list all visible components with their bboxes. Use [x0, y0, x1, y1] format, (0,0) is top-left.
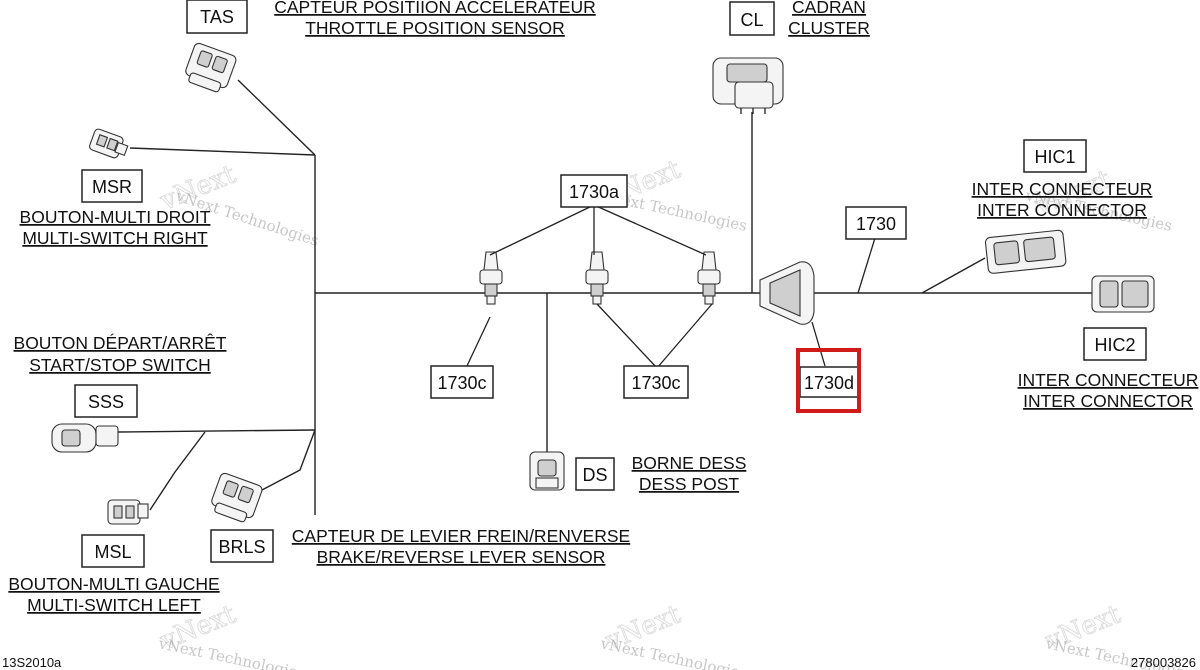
callout-1730c-right-box	[623, 365, 689, 399]
ds-connector-drawing	[529, 451, 565, 491]
tas-code: TAS	[200, 7, 234, 27]
tas-label-en: THROTTLE POSITION SENSOR	[305, 18, 565, 38]
cl-connector-drawing	[712, 57, 784, 114]
hic1-code: HIC1	[1034, 147, 1075, 167]
msr-code: MSR	[92, 177, 132, 197]
hic2-code: HIC2	[1094, 335, 1135, 355]
hic1-connector-drawing	[984, 229, 1067, 274]
cl-label-en: CLUSTER	[788, 18, 870, 38]
leader-1730	[857, 237, 876, 294]
brls-connector-drawing	[211, 472, 263, 523]
leader-1730c-left	[465, 316, 491, 369]
msl-code-box	[81, 534, 145, 568]
hic2-label-en: INTER CONNECTOR	[1023, 391, 1193, 411]
brls-code: BRLS	[218, 537, 265, 557]
tas-label-fr: CAPTEUR POSITIION ACCÉLÉRATEUR	[274, 0, 596, 17]
brls-label-fr: CAPTEUR DE LEVIER FREIN/RENVERSE	[292, 526, 630, 546]
hic2-label-fr: INTER CONNECTEUR	[1018, 370, 1199, 390]
msr-connector-drawing	[89, 128, 129, 159]
callout-1730c-left-box	[430, 365, 494, 399]
cl-code-box	[729, 1, 775, 36]
tas-code-box	[186, 0, 248, 34]
hic1-code-box	[1023, 139, 1087, 173]
ds-label-fr: BORNE DESS	[632, 453, 747, 473]
leader-1730a-left	[489, 204, 595, 256]
cl-code: CL	[740, 10, 763, 30]
msl-code: MSL	[94, 542, 131, 562]
msl-wire	[149, 431, 206, 511]
sss-label-en: START/STOP SWITCH	[29, 355, 211, 375]
sss-wire	[117, 429, 316, 433]
callout-1730c-right: 1730c	[631, 373, 680, 393]
highlight-box-1730d[interactable]	[796, 348, 861, 413]
callout-1730a-box	[560, 174, 628, 208]
ds-label-en: DESS POST	[639, 474, 739, 494]
callout-1730c-left: 1730c	[437, 373, 486, 393]
leader-1730c-right-a	[596, 303, 658, 369]
brls-wire	[261, 429, 316, 491]
leader-1730c-right-b	[656, 303, 713, 369]
sss-label-fr: BOUTON DÉPART/ARRÊT	[14, 333, 227, 353]
leader-1730a-right	[593, 204, 707, 256]
callout-1730a: 1730a	[569, 182, 620, 202]
watermark: vNext Technologies	[598, 634, 748, 670]
figure-ref-left: 13S2010a	[2, 655, 62, 670]
hic1-label-fr: INTER CONNECTEUR	[972, 179, 1153, 199]
watermark-layer: vNext vNext Technologies vNext vNext Tec…	[155, 154, 1194, 670]
splice-connector-left	[479, 251, 503, 305]
msl-connector-drawing	[107, 499, 149, 525]
leader-1730d	[811, 321, 826, 367]
callout-1730d: 1730d	[804, 373, 854, 393]
hic2-code-box	[1083, 327, 1147, 361]
ds-code-box	[575, 457, 615, 491]
figure-ref-right: 278003826	[1131, 655, 1196, 670]
msl-label-en: MULTI-SWITCH LEFT	[27, 595, 201, 615]
tas-wire	[237, 79, 316, 156]
msr-code-box	[81, 169, 143, 203]
sss-connector-drawing	[51, 423, 119, 453]
msl-label-fr: BOUTON-MULTI GAUCHE	[8, 574, 219, 594]
callout-1730-box	[845, 206, 907, 240]
grommet-drawing	[759, 261, 815, 325]
ds-code: DS	[582, 465, 607, 485]
callout-leaders	[465, 204, 876, 369]
brls-label-en: BRAKE/REVERSE LEVER SENSOR	[317, 547, 606, 567]
callout-1730: 1730	[856, 214, 896, 234]
brls-code-box	[210, 529, 274, 563]
harness-wires	[117, 79, 1092, 515]
msr-label-fr: BOUTON-MULTI DROIT	[20, 207, 211, 227]
watermark: vNext Technologies	[156, 634, 306, 670]
sss-code-box	[74, 384, 138, 418]
splice-connector-middle	[585, 251, 609, 305]
msr-wire	[129, 147, 316, 156]
hic2-connector-drawing	[1091, 275, 1155, 313]
hic1-label-en: INTER CONNECTOR	[977, 200, 1147, 220]
splice-connector-right	[697, 251, 721, 305]
tas-connector-drawing	[185, 42, 237, 93]
sss-code: SSS	[88, 392, 124, 412]
msr-label-en: MULTI-SWITCH RIGHT	[22, 228, 208, 248]
hic1-wire	[921, 257, 986, 294]
cl-label-fr: CADRAN	[792, 0, 866, 17]
